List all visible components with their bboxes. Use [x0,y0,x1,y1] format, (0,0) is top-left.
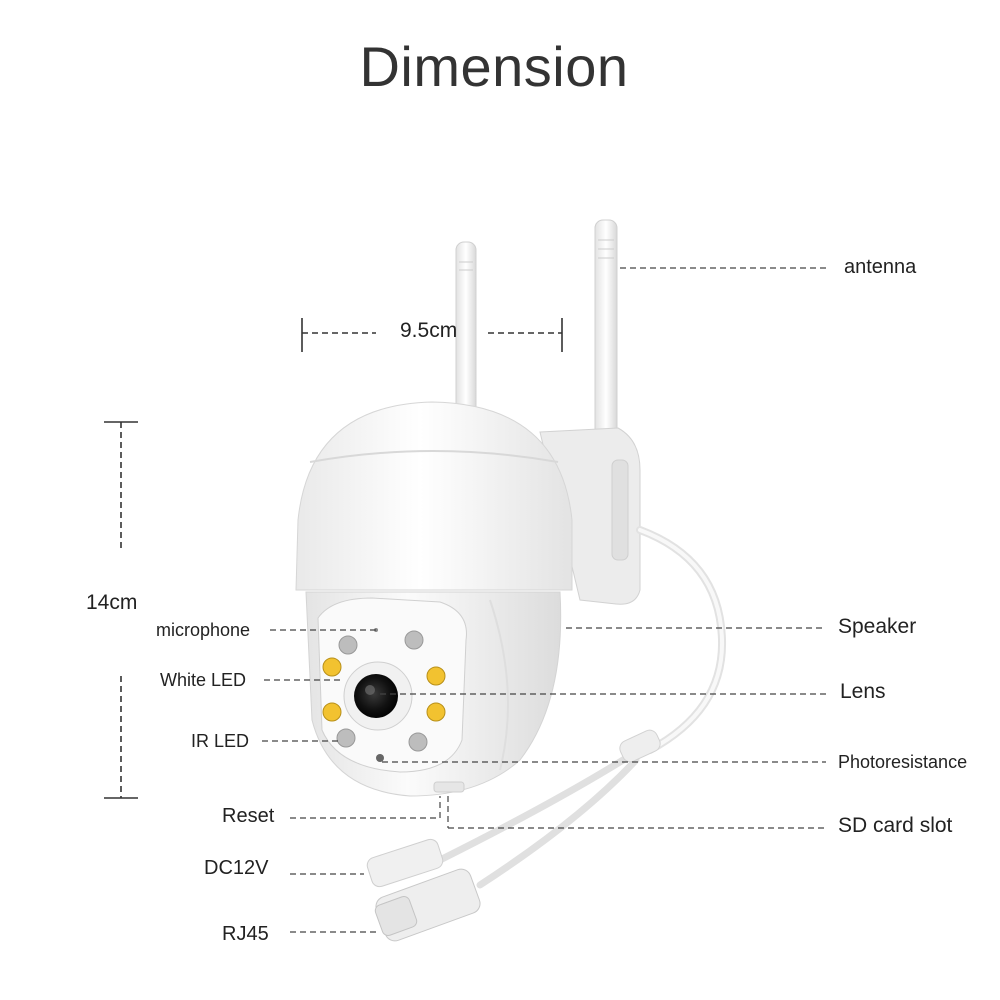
height-label: 14cm [86,591,138,614]
dc12v-connector [366,838,444,888]
height-dimension [104,421,138,799]
leader-lines [262,267,830,933]
lens [343,661,413,731]
white-led-label: White LED [160,670,247,690]
speaker-label: Speaker [838,615,917,638]
rj45-label: RJ45 [222,923,269,945]
width-label: 9.5cm [400,319,458,342]
antenna-label: antenna [844,256,917,278]
lens-label: Lens [840,680,886,703]
page-title: Dimension [359,35,629,98]
led-cluster-right [404,630,446,752]
microphone-label: microphone [156,620,251,640]
reset-label: Reset [222,805,275,827]
led-cluster-left [322,635,358,748]
rj45-connector [374,868,481,942]
photoresistance-label: Photoresistance [838,752,968,772]
sd-card-slot-label: SD card slot [838,814,953,837]
dc12v-label: DC12V [204,857,269,879]
width-dimension [301,318,563,352]
ir-led-label: IR LED [191,731,250,751]
antenna-left [455,241,477,423]
